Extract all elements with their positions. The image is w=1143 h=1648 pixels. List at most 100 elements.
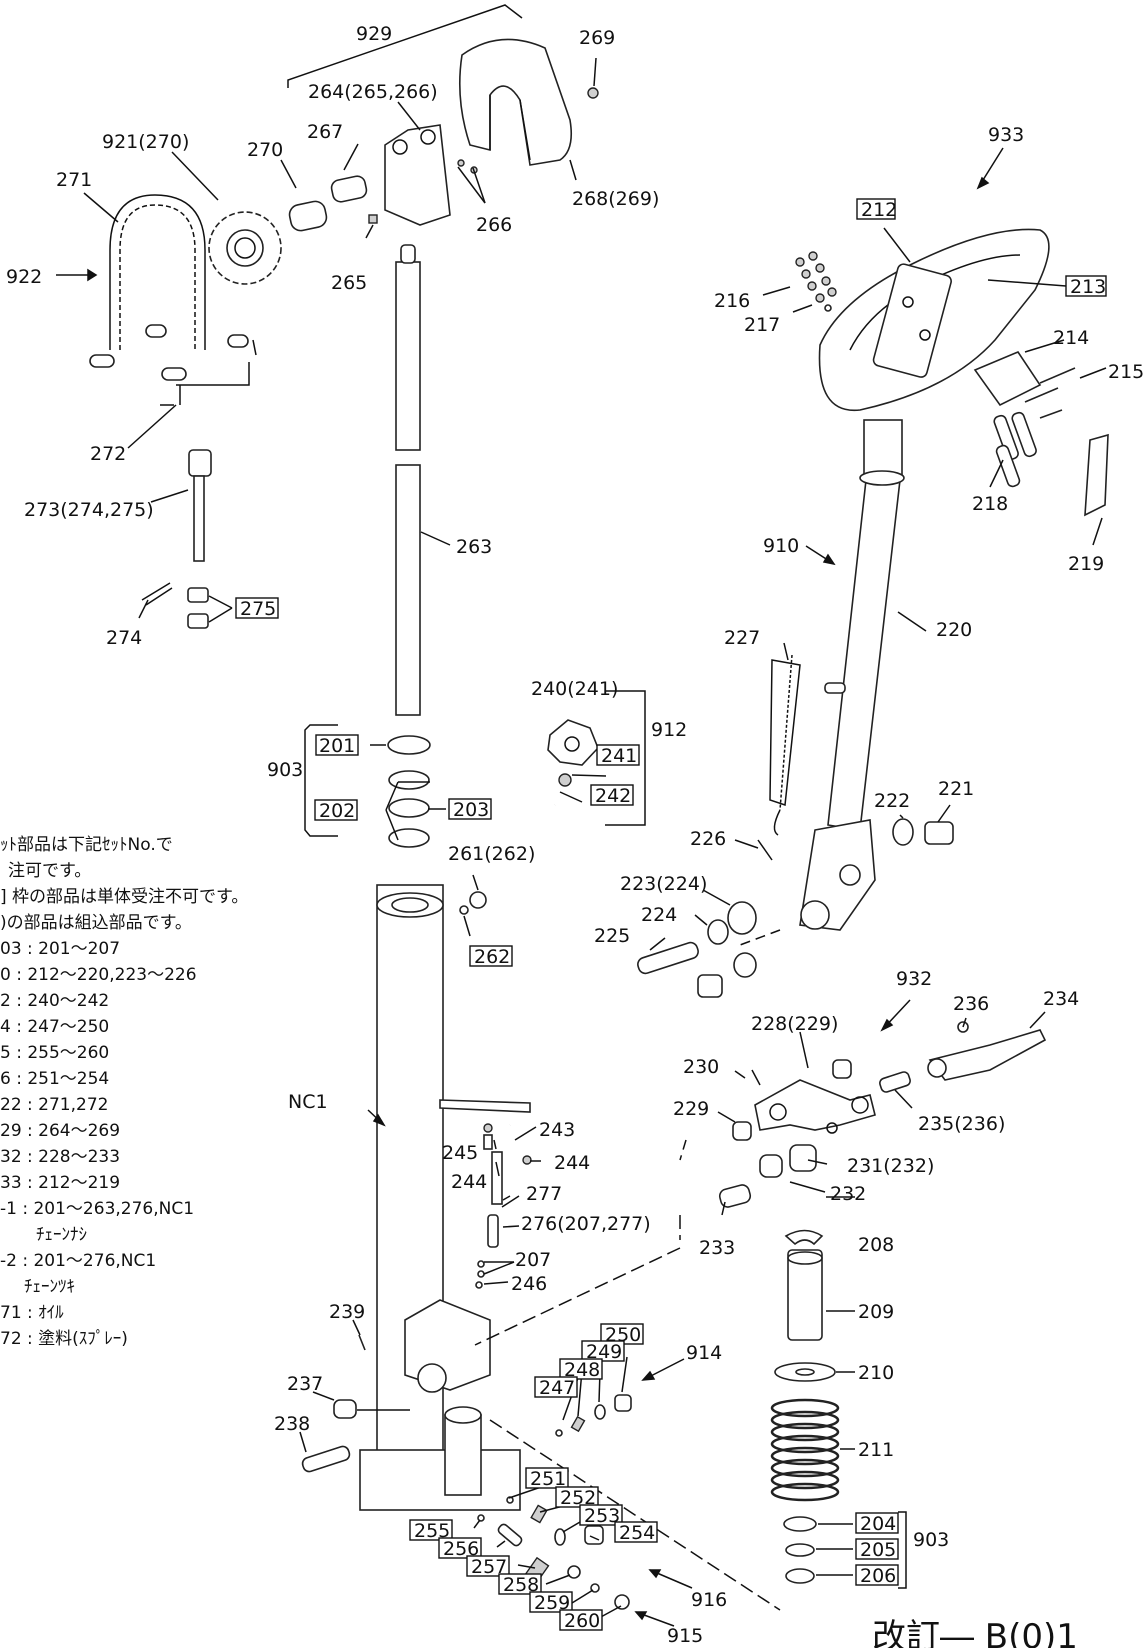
note-line: 0 : 212〜220,223〜226	[0, 965, 197, 985]
label-209: 209	[858, 1301, 894, 1323]
part-labels: 929 269 264(265,266) 267 921(270) 270 27…	[6, 23, 1143, 1647]
revision-mark: 改訂― B(0)1	[872, 1617, 1078, 1648]
label-260: 260	[564, 1610, 600, 1632]
part-265-setscrew	[368, 214, 378, 224]
part-235-pin	[879, 1071, 911, 1093]
label-271: 271	[56, 169, 92, 191]
part-222-washer	[892, 818, 914, 846]
label-269: 269	[579, 27, 615, 49]
note-line: )の部品は組込部品です。	[0, 913, 192, 933]
note-line: -1 : 201〜263,276,NC1	[0, 1199, 194, 1219]
label-276: 276(207,277)	[521, 1213, 651, 1235]
label-259: 259	[534, 1592, 570, 1614]
label-206: 206	[860, 1565, 896, 1587]
note-line: 72 : 塗料(ｽﾌﾟﾚｰ)	[0, 1328, 128, 1349]
label-240: 240(241)	[531, 678, 618, 700]
part-208-snap-ring	[784, 1229, 824, 1246]
label-903-upper: 903	[267, 759, 303, 781]
part-275-nut	[187, 587, 209, 603]
label-220: 220	[936, 619, 972, 641]
note-line: 4 : 247〜250	[0, 1017, 109, 1037]
part-209-shaft	[787, 1249, 823, 1341]
label-201: 201	[319, 735, 355, 757]
part-264-bracket	[384, 124, 451, 226]
note-line: ﾁｪｰﾝﾂｷ	[24, 1277, 75, 1297]
label-237: 237	[287, 1373, 323, 1395]
label-238: 238	[274, 1413, 310, 1435]
part-221-pin	[924, 821, 954, 845]
note-line: -2 : 201〜276,NC1	[0, 1251, 156, 1271]
part-274-cotter-pin	[141, 582, 173, 606]
label-903-lower: 903	[913, 1529, 949, 1551]
part-238-pin	[301, 1445, 351, 1473]
label-221: 221	[938, 778, 974, 800]
label-218: 218	[972, 493, 1008, 515]
part-214-plate	[973, 351, 1042, 407]
label-233: 233	[699, 1237, 735, 1259]
label-251: 251	[530, 1468, 566, 1490]
part-269-screw	[587, 87, 599, 99]
label-266: 266	[476, 214, 512, 236]
label-933: 933	[988, 124, 1024, 146]
part-272-link	[89, 354, 115, 368]
label-234: 234	[1043, 988, 1079, 1010]
part-202-oring	[388, 770, 430, 790]
label-268: 268(269)	[572, 188, 659, 210]
label-910: 910	[763, 535, 799, 557]
label-257: 257	[471, 1556, 507, 1578]
label-246: 246	[511, 1273, 547, 1295]
part-213-handle-block	[872, 263, 952, 378]
part-204-seal	[783, 1516, 817, 1532]
label-267: 267	[307, 121, 343, 143]
label-215: 215	[1108, 361, 1143, 383]
label-236: 236	[953, 993, 989, 1015]
label-248: 248	[564, 1359, 600, 1381]
label-249: 249	[586, 1341, 622, 1363]
label-214: 214	[1053, 327, 1089, 349]
label-272: 272	[90, 443, 126, 465]
label-204: 204	[860, 1513, 896, 1535]
label-231: 231(232)	[847, 1155, 934, 1177]
label-235: 235(236)	[918, 1113, 1005, 1135]
part-223-bushing	[727, 901, 757, 935]
part-239-pin	[358, 1334, 366, 1351]
part-267-pin	[330, 175, 368, 203]
part-227-spring	[779, 654, 793, 811]
label-270: 270	[247, 139, 283, 161]
label-245: 245	[442, 1142, 478, 1164]
label-241: 241	[601, 745, 637, 767]
label-frames	[235, 198, 1107, 1631]
label-932: 932	[896, 968, 932, 990]
label-921: 921(270)	[102, 131, 189, 153]
label-228: 228(229)	[751, 1013, 838, 1035]
part-273-bolt	[188, 449, 212, 477]
part-240-knob	[547, 719, 599, 766]
label-912: 912	[651, 719, 687, 741]
label-277: 277	[526, 1183, 562, 1205]
part-drawings	[89, 38, 1109, 1610]
note-line: 29 : 264〜269	[0, 1121, 120, 1141]
label-232: 232	[830, 1183, 866, 1205]
label-210: 210	[858, 1362, 894, 1384]
label-244-right: 244	[554, 1152, 590, 1174]
label-916: 916	[691, 1589, 727, 1611]
label-227: 227	[724, 627, 760, 649]
notes-block: ｯﾄ部品は下記ｾｯﾄNo.で 注可です。 ] 枠の部品は単体受注不可です。 )の…	[0, 835, 248, 1349]
label-244-left: 244	[451, 1171, 487, 1193]
part-271-chain	[119, 204, 196, 350]
label-929: 929	[356, 23, 392, 45]
leader-lines	[56, 4, 1107, 1627]
part-228-pedal-arm	[754, 1079, 876, 1131]
label-223: 223(224)	[620, 873, 707, 895]
note-line: 6 : 251〜254	[0, 1069, 109, 1089]
label-263: 263	[456, 536, 492, 558]
label-219: 219	[1068, 553, 1104, 575]
label-255: 255	[414, 1520, 450, 1542]
label-217: 217	[744, 314, 780, 336]
label-216: 216	[714, 290, 750, 312]
part-263-rod	[395, 261, 421, 451]
label-265: 265	[331, 272, 367, 294]
note-line: 03 : 201〜207	[0, 939, 120, 959]
